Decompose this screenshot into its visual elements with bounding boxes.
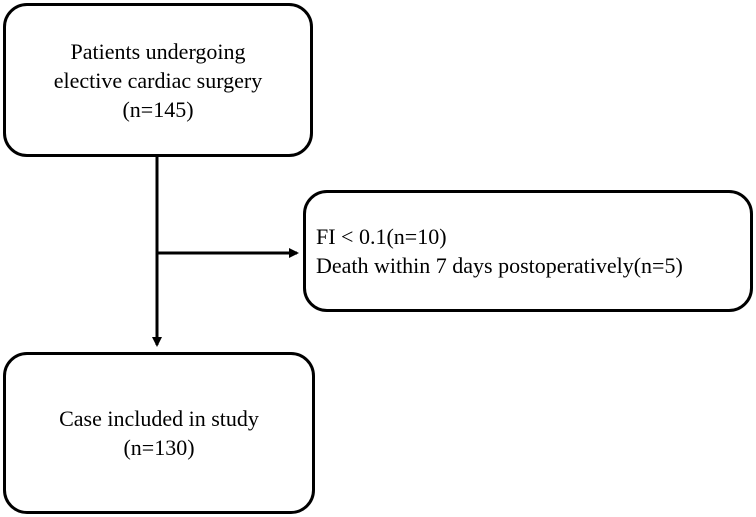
end-box-line-2: (n=130) (123, 435, 195, 460)
exclusion-box: FI < 0.1(n=10) Death within 7 days posto… (303, 190, 753, 312)
start-box-line-1: Patients undergoing (70, 38, 246, 64)
exclusion-box-line-2: Death within 7 days postoperatively(n=5) (316, 253, 683, 278)
end-box-line-1: Case included in study (59, 406, 259, 431)
exclusion-box-line-1: FI < 0.1(n=10) (316, 224, 447, 249)
start-box-line-2: elective cardiac surgery (53, 67, 263, 93)
start-box: Patients undergoing elective cardiac sur… (3, 3, 313, 157)
end-box: Case included in study (n=130) (3, 352, 315, 514)
start-box-line-3: (n=145) (122, 96, 194, 122)
